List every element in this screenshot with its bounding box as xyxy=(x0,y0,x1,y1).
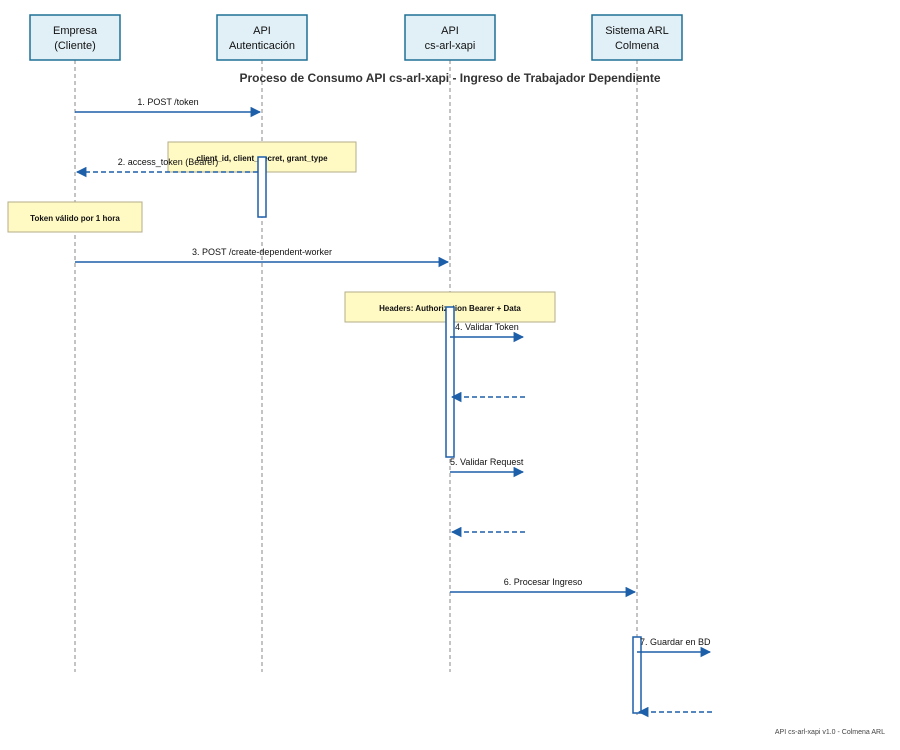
participant-sistema-arl: Sistema ARL Colmena xyxy=(591,14,683,61)
note-token-validity xyxy=(7,201,143,233)
message-label-1: 1. POST /token xyxy=(137,97,198,107)
participant-empresa: Empresa (Cliente) xyxy=(29,14,121,61)
footer-text: API cs-arl-xapi v1.0 - Colmena ARL xyxy=(775,729,885,736)
participant-api-xapi: API cs-arl-xapi xyxy=(404,14,496,61)
participant-empresa-name: Empresa xyxy=(53,25,98,37)
note-token-validity-text: Token válido por 1 hora xyxy=(30,214,120,223)
activation-xapi xyxy=(445,306,455,458)
participant-api-xapi-subname: cs-arl-xapi xyxy=(425,40,476,52)
message-label-2: 2. access_token (Bearer) xyxy=(118,157,219,167)
participant-api-autenticacion: API Autenticación xyxy=(216,14,308,61)
message-label-4: 4. Validar Token xyxy=(455,322,519,332)
participant-sistema-arl-subname: Colmena xyxy=(615,40,660,52)
message-label-5: 5. Validar Request xyxy=(450,457,524,467)
message-label-3: 3. POST /create-dependent-worker xyxy=(192,247,332,257)
participant-sistema-arl-name: Sistema ARL xyxy=(605,25,669,37)
diagram-title: Proceso de Consumo API cs-arl-xapi - Ing… xyxy=(240,71,661,85)
message-label-6: 6. Procesar Ingreso xyxy=(504,577,583,587)
participant-api-xapi-name: API xyxy=(441,25,459,37)
activation-sistema-arl xyxy=(632,636,642,714)
message-label-7: 7. Guardar en BD xyxy=(640,637,711,647)
participant-empresa-subname: (Cliente) xyxy=(54,40,96,52)
participant-api-auth-subname: Autenticación xyxy=(229,40,295,52)
activation-auth xyxy=(257,156,267,218)
participant-api-auth-name: API xyxy=(253,25,271,37)
